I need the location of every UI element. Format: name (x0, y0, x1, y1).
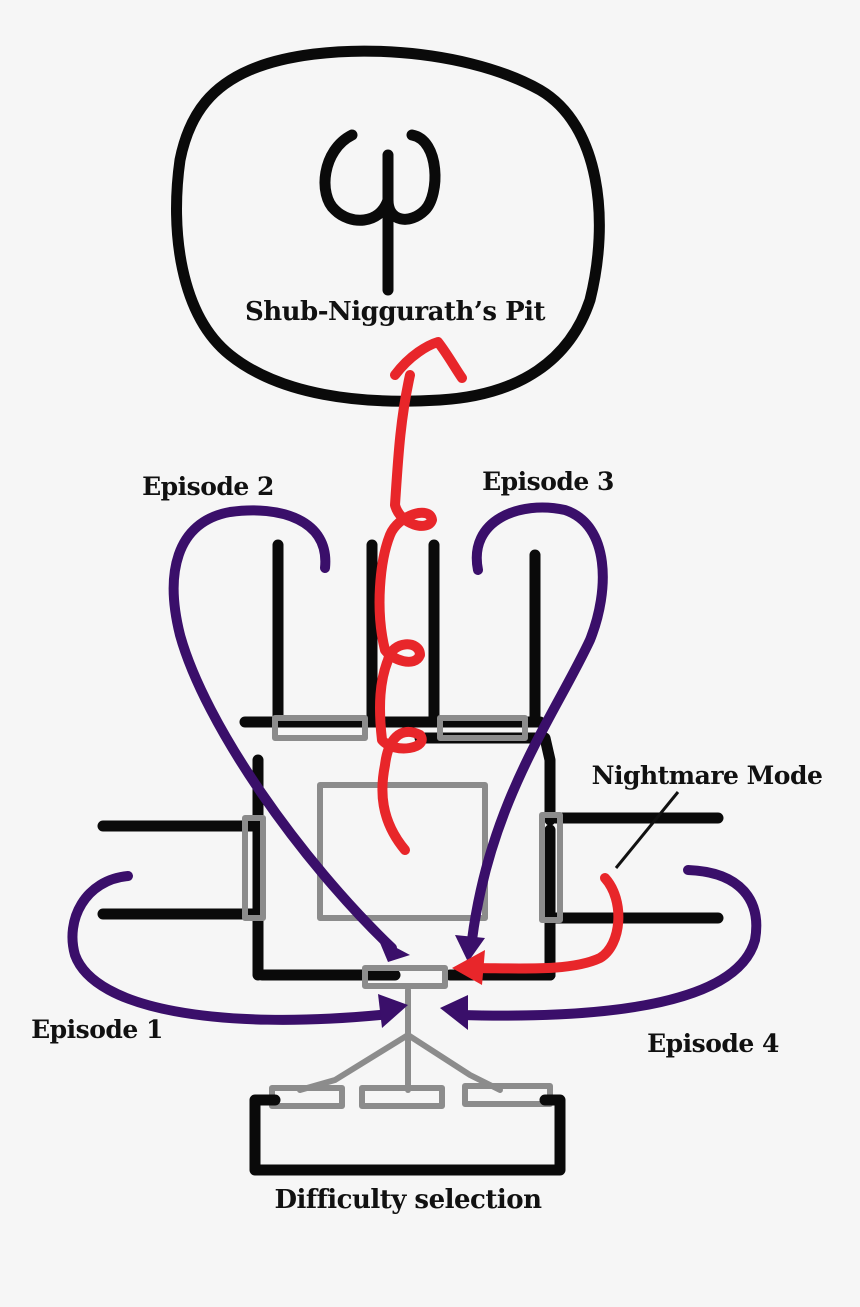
episode2-path (168, 505, 397, 953)
nightmare-leader-line (614, 791, 680, 869)
episode3-path (467, 502, 608, 945)
nightmare-label: Nightmare Mode (592, 761, 823, 790)
nightmare-path (374, 337, 624, 985)
pit-outline (171, 45, 605, 407)
psi-icon (319, 129, 441, 296)
episode1-path (67, 871, 385, 1025)
episode4-label: Episode 4 (647, 1029, 779, 1058)
difficulty-label: Difficulty selection (274, 1185, 542, 1215)
episode4-path (455, 865, 762, 1021)
hub-steps (242, 715, 563, 1109)
pit-label: Shub-Niggurath’s Pit (245, 297, 546, 327)
difficulty-room (249, 1094, 566, 1176)
episode2-label: Episode 2 (142, 472, 274, 501)
episode1-label: Episode 1 (31, 1015, 163, 1044)
hub-walls (97, 539, 724, 981)
episode3-label: Episode 3 (482, 467, 614, 496)
episode-paths (67, 502, 762, 1030)
